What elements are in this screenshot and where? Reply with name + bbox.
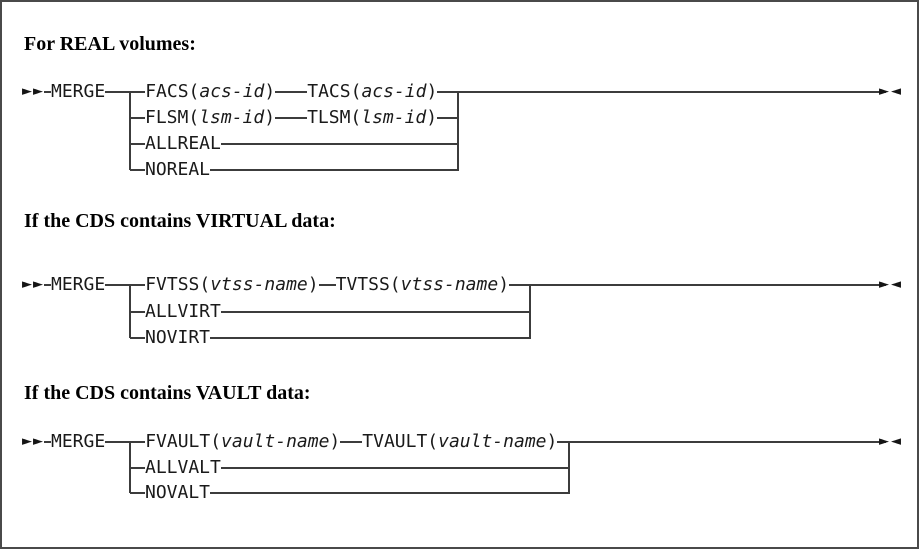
token-variable: vault-name	[438, 431, 547, 452]
rail-line	[130, 143, 145, 145]
token-post: )	[307, 274, 319, 295]
rail-line	[44, 441, 51, 443]
token-pre: FLSM(	[145, 107, 200, 128]
syntax-end-pointer-icon: ►◄	[879, 277, 903, 292]
rail-line	[130, 337, 145, 339]
syntax-token: TLSM(lsm-id)	[307, 107, 437, 129]
rail-line	[130, 311, 145, 313]
syntax-token: FVTSS(vtss-name)	[145, 274, 318, 296]
rail-line	[105, 284, 146, 286]
syntax-token: TVTSS(vtss-name)	[336, 274, 509, 296]
branch-vline-left	[129, 285, 131, 338]
branch-row: ALLREAL	[130, 133, 459, 155]
rail-line	[210, 337, 531, 339]
branch-row: NOVIRT	[130, 327, 531, 349]
syntax-start-pointer-icon: ►►	[22, 84, 44, 99]
token-variable: vtss-name	[400, 274, 499, 295]
rail-line	[340, 441, 363, 443]
rail-line	[509, 284, 531, 286]
rail-line	[44, 284, 51, 286]
syntax-token: FVAULT(vault-name)	[145, 431, 340, 453]
rail-line	[318, 284, 336, 286]
rail-line	[130, 467, 145, 469]
rail-line	[105, 91, 146, 93]
branch-row: NOVALT	[130, 482, 570, 504]
syntax-token: NOVALT	[145, 482, 211, 503]
token-pre: FVTSS(	[145, 274, 211, 295]
rail-line	[130, 169, 145, 171]
rail-line	[220, 467, 570, 469]
rail-main-row: ►► MERGE FVAULT(vault-name) TVAULT(vault…	[22, 431, 570, 453]
token-post: )	[264, 107, 276, 128]
rail-line	[220, 311, 531, 313]
rail-main-row: ►► MERGE FACS(acs-id) TACS(acs-id)	[22, 81, 459, 103]
token-post: )	[264, 81, 276, 102]
rail-line	[210, 169, 459, 171]
branch-row: ALLVIRT	[130, 301, 531, 323]
rail-main-row: ►► MERGE FVTSS(vtss-name) TVTSS(vtss-nam…	[22, 274, 531, 296]
syntax-token: ALLVIRT	[145, 301, 221, 322]
token-pre: TACS(	[307, 81, 362, 102]
token-variable: lsm-id	[199, 107, 265, 128]
rail-line	[458, 91, 886, 93]
section-virtual: If the CDS contains VIRTUAL data: ►► MER…	[2, 207, 917, 380]
syntax-end-pointer-icon: ►◄	[879, 434, 903, 449]
section-real: For REAL volumes: ►► MERGE FACS(acs-id) …	[2, 2, 917, 207]
syntax-token: NOREAL	[145, 159, 211, 180]
syntax-token: FLSM(lsm-id)	[145, 107, 275, 129]
token-pre: TVAULT(	[362, 431, 439, 452]
branch-row: NOREAL	[130, 159, 459, 181]
token-variable: lsm-id	[361, 107, 427, 128]
branch-vline-right	[568, 442, 570, 493]
token-post: )	[426, 107, 438, 128]
syntax-end-pointer-icon: ►◄	[879, 84, 903, 99]
token-variable: vtss-name	[210, 274, 308, 295]
branch-vline-left	[129, 442, 131, 493]
syntax-token: TVAULT(vault-name)	[362, 431, 557, 453]
syntax-start-pointer-icon: ►►	[22, 434, 44, 449]
rail-line	[569, 441, 886, 443]
token-pre: FACS(	[145, 81, 200, 102]
branch-vline-right	[529, 285, 531, 338]
syntax-start-pointer-icon: ►►	[22, 277, 44, 292]
token-post: )	[426, 81, 438, 102]
rail-line	[44, 91, 51, 93]
token-post: )	[498, 274, 510, 295]
rail-line	[220, 143, 459, 145]
syntax-token: TACS(acs-id)	[307, 81, 437, 103]
branch-row: ALLVALT	[130, 457, 570, 479]
rail-line	[557, 441, 570, 443]
syntax-token: FACS(acs-id)	[145, 81, 275, 103]
branch-vline-left	[129, 92, 131, 170]
rail-line	[437, 117, 459, 119]
token-variable: vault-name	[221, 431, 330, 452]
branch-vline-right	[457, 92, 459, 170]
keyword-merge: MERGE	[51, 431, 106, 452]
section-heading: For REAL volumes:	[24, 33, 196, 55]
rail-line	[130, 492, 145, 494]
keyword-merge: MERGE	[51, 81, 106, 102]
section-heading: If the CDS contains VAULT data:	[24, 382, 311, 404]
rail-line	[210, 492, 570, 494]
rail-line	[130, 117, 145, 119]
token-pre: FVAULT(	[145, 431, 222, 452]
token-pre: TVTSS(	[335, 274, 401, 295]
token-pre: TLSM(	[307, 107, 362, 128]
rail-line	[437, 91, 459, 93]
keyword-merge: MERGE	[51, 274, 106, 295]
rail-line	[105, 441, 146, 443]
branch-row: FLSM(lsm-id) TLSM(lsm-id)	[130, 107, 459, 129]
token-variable: acs-id	[361, 81, 427, 102]
rail-line	[275, 91, 308, 93]
syntax-token: ALLVALT	[145, 457, 221, 478]
syntax-token: ALLREAL	[145, 133, 221, 154]
token-variable: acs-id	[199, 81, 265, 102]
token-post: )	[546, 431, 558, 452]
token-post: )	[329, 431, 341, 452]
rail-line	[530, 284, 886, 286]
section-vault: If the CDS contains VAULT data: ►► MERGE…	[2, 380, 917, 547]
rail-line	[275, 117, 308, 119]
section-heading: If the CDS contains VIRTUAL data:	[24, 210, 336, 232]
syntax-token: NOVIRT	[145, 327, 211, 348]
